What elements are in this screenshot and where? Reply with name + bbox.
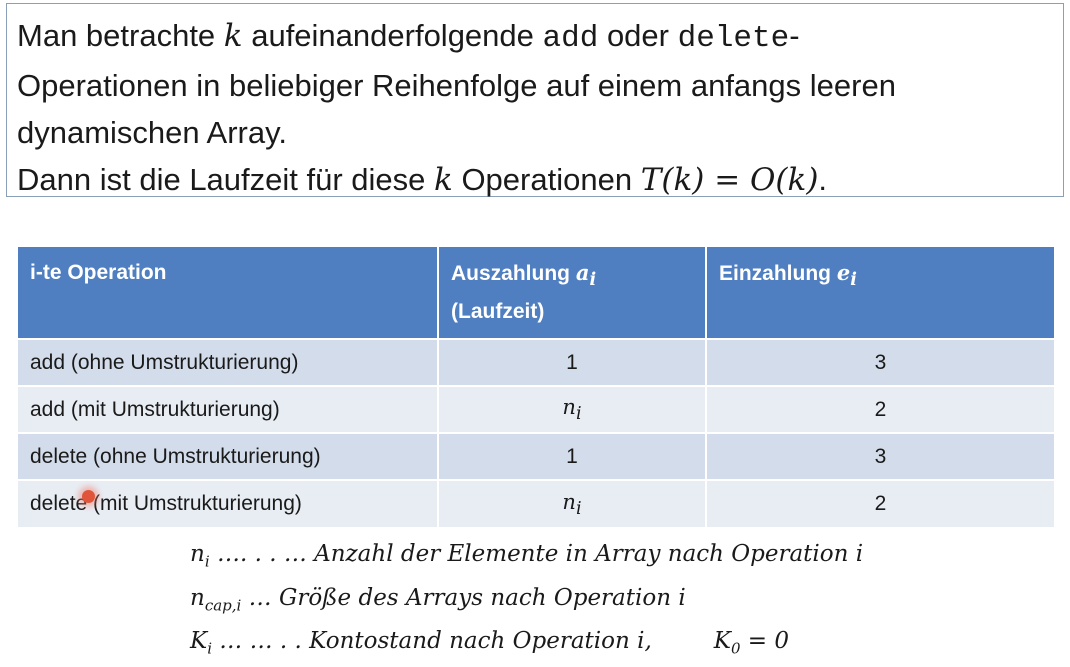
code-add: add <box>542 21 599 56</box>
table-row: delete (ohne Umstrukturierung) 1 3 <box>18 432 1054 481</box>
theorem-text: - <box>789 18 800 53</box>
table-header-row: i-te Operation Auszahlung ai (Laufzeit) … <box>18 247 1054 340</box>
theorem-line-2: Operationen in beliebiger Reihenfolge au… <box>17 68 896 103</box>
theorem-text: oder <box>598 18 678 53</box>
theorem-line-3: dynamischen Array. <box>17 115 287 150</box>
theorem-text: . <box>818 162 828 197</box>
cost-cell: 1 <box>438 432 707 481</box>
cost-cell: 1 <box>438 338 707 387</box>
runtime-formula: T(k) = O(k) <box>640 162 819 198</box>
header-operation: i-te Operation <box>18 247 439 340</box>
deposit-cell: 2 <box>706 479 1054 528</box>
header-auszahlung: Auszahlung ai (Laufzeit) <box>438 247 707 340</box>
table-row: delete (mit Umstrukturierung) ni 2 <box>18 479 1054 528</box>
op-cell: add (mit Umstrukturierung) <box>18 385 439 434</box>
math-k: k <box>434 162 453 198</box>
math-k: k <box>223 18 243 54</box>
op-cell: delete (mit Umstrukturierung) <box>18 479 439 528</box>
legend: ni …. . . … Anzahl der Elemente in Array… <box>190 536 863 667</box>
operations-table: i-te Operation Auszahlung ai (Laufzeit) … <box>18 247 1054 528</box>
theorem-line-1: Man betrachte k aufeinanderfolgende add … <box>17 12 1063 62</box>
legend-line-n: ni …. . . … Anzahl der Elemente in Array… <box>190 541 864 571</box>
theorem-text: Operationen <box>452 162 641 197</box>
deposit-cell: 2 <box>706 385 1054 434</box>
deposit-cell: 3 <box>706 432 1054 481</box>
op-cell: delete (ohne Umstrukturierung) <box>18 432 439 481</box>
theorem-line-4: Dann ist die Laufzeit für diese k Operat… <box>17 156 1063 204</box>
op-cell: add (ohne Umstrukturierung) <box>18 338 439 387</box>
theorem-text: aufeinanderfolgende <box>242 18 543 53</box>
legend-line-k: Ki … … . . Kontostand nach Operation i,K… <box>190 628 790 658</box>
cost-cell: ni <box>438 479 707 528</box>
table-row: add (mit Umstrukturierung) ni 2 <box>18 385 1054 434</box>
theorem-box: Man betrachte k aufeinanderfolgende add … <box>6 3 1064 198</box>
legend-line-ncap: ncap,i … Größe des Arrays nach Operation… <box>190 584 686 615</box>
theorem-text: Man betrachte <box>17 18 224 53</box>
header-einzahlung: Einzahlung ei <box>706 247 1054 340</box>
table-row: add (ohne Umstrukturierung) 1 3 <box>18 338 1054 387</box>
cost-cell: ni <box>438 385 707 434</box>
theorem-text: Dann ist die Laufzeit für diese <box>17 162 435 197</box>
deposit-cell: 3 <box>706 338 1054 387</box>
code-delete: delete <box>677 21 790 56</box>
laser-pointer-dot <box>82 490 95 503</box>
